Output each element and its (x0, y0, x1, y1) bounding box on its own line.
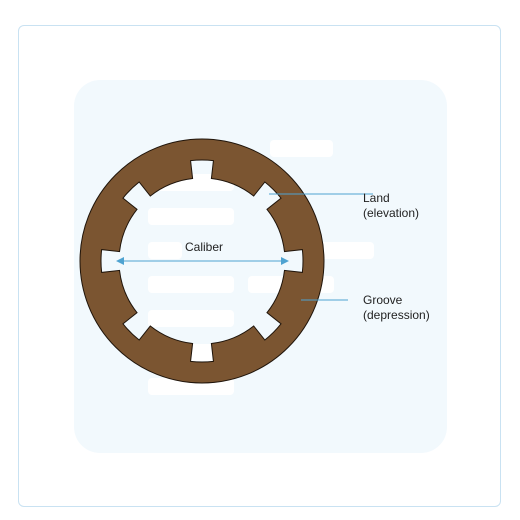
land-label: Land (363, 191, 390, 205)
background-panel (74, 80, 447, 453)
placeholder-bar (148, 310, 234, 327)
barrel-cross-section (79, 138, 325, 384)
placeholder-bar (320, 242, 374, 259)
groove-label: Groove (363, 293, 403, 307)
arrowhead-right (281, 257, 289, 265)
placeholder-bar (148, 242, 182, 259)
placeholder-bar (148, 208, 234, 225)
caliber-label: Caliber (185, 240, 223, 254)
groove-sublabel: (depression) (363, 308, 430, 322)
placeholder-bar (148, 276, 234, 293)
caliber-arrow (116, 257, 289, 265)
callout-lines (269, 193, 373, 301)
placeholder-bar (270, 140, 333, 157)
arrowhead-left (116, 257, 124, 265)
land-sublabel: (elevation) (363, 206, 419, 220)
